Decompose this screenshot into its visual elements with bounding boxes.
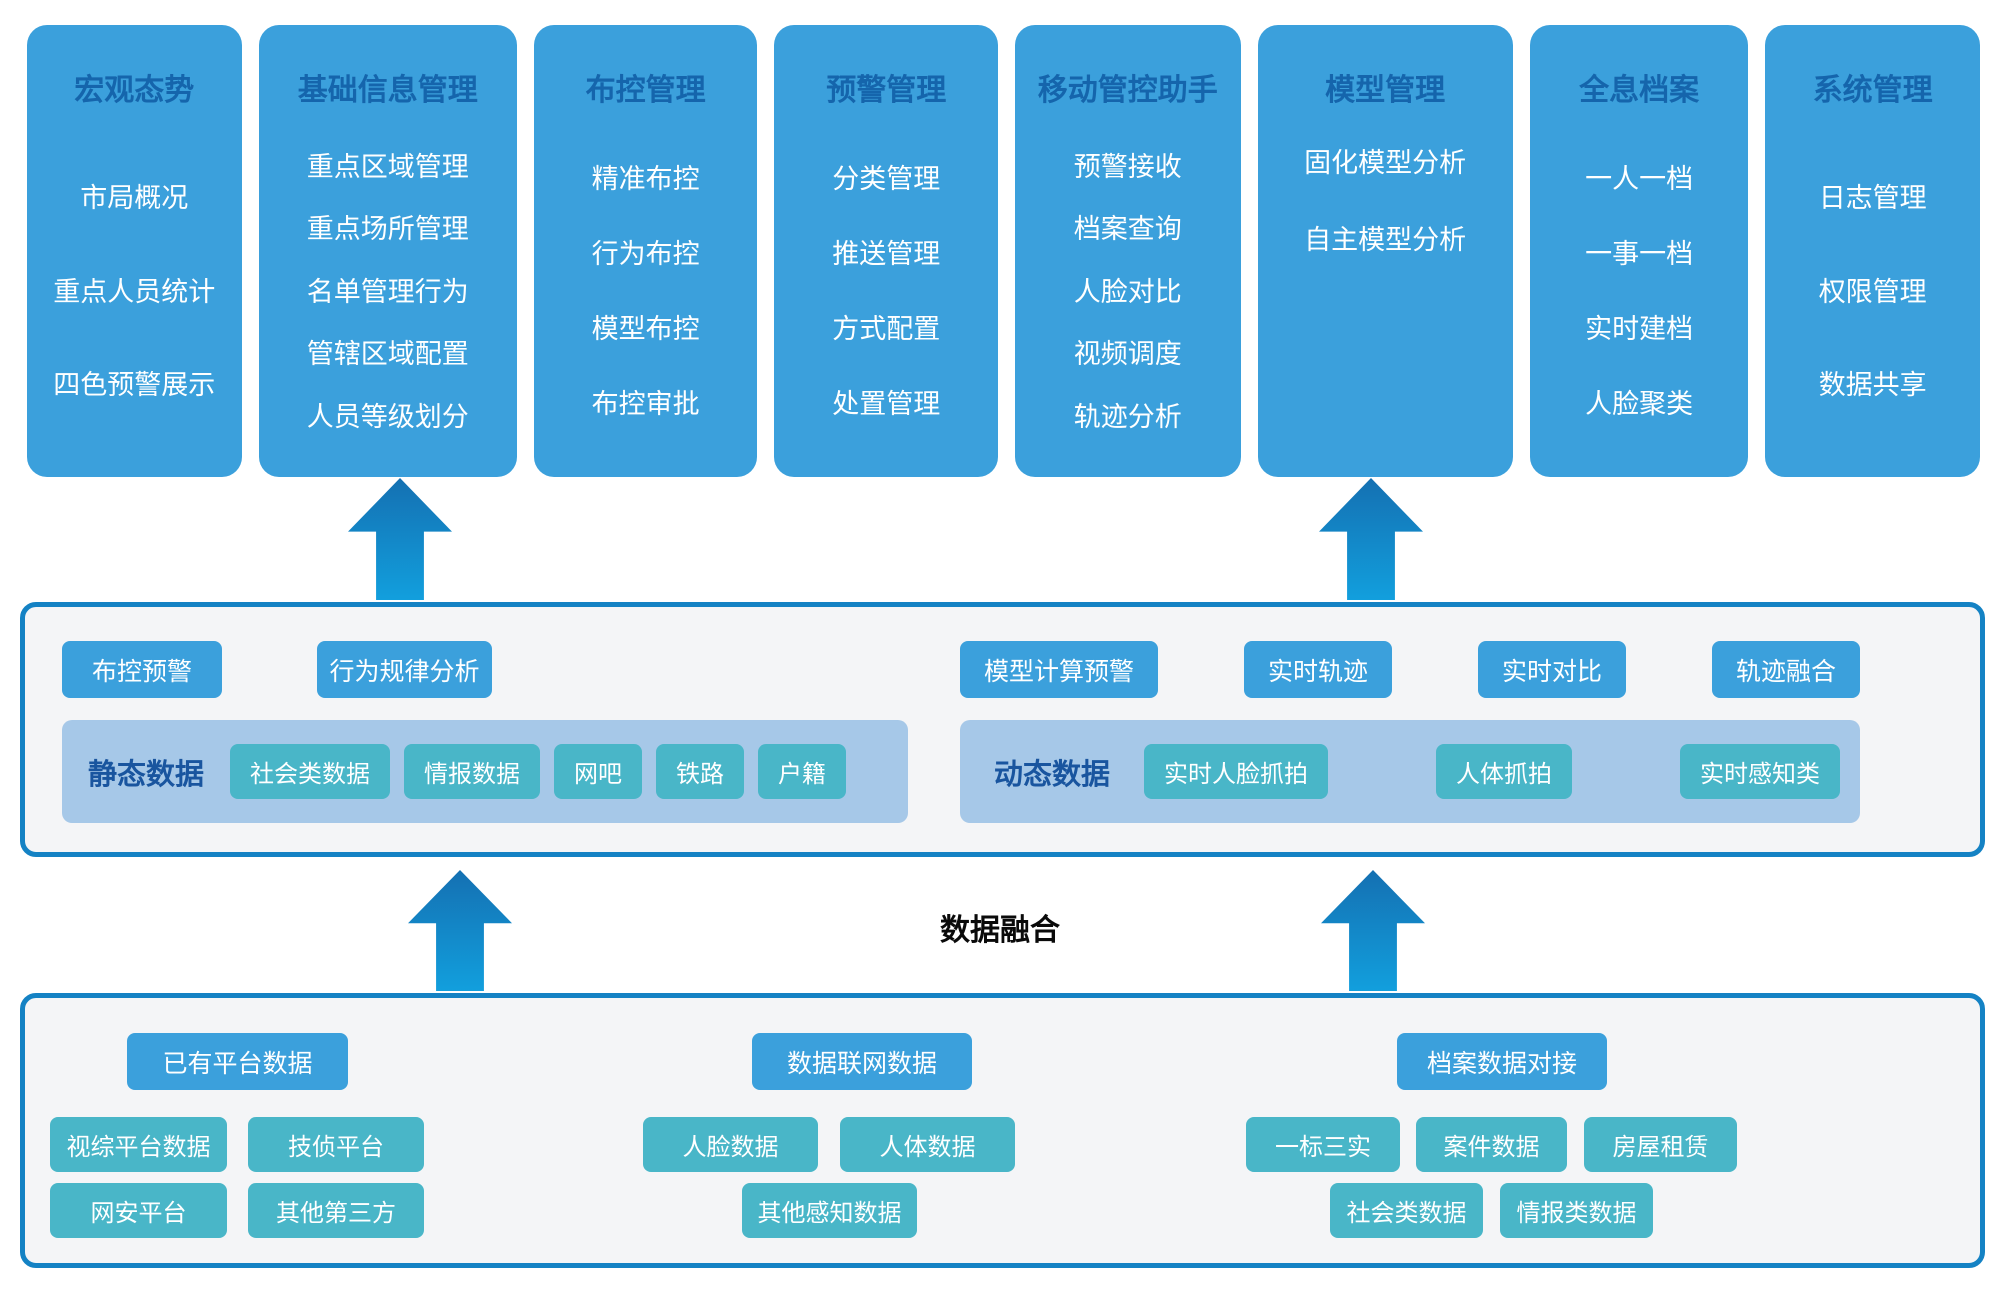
module-item: 四色预警展示 — [53, 370, 216, 401]
module-title: 宏观态势 — [74, 74, 195, 107]
module-title: 模型管理 — [1325, 74, 1446, 107]
behavior-pattern-analysis-button: 行为规律分析 — [317, 641, 492, 698]
source-chip: 一标三实 — [1246, 1117, 1400, 1172]
model-compute-alert-button: 模型计算预警 — [960, 641, 1159, 698]
module-title: 布控管理 — [585, 74, 706, 107]
module-item: 模型布控 — [591, 314, 700, 344]
existing-platform-data-header: 已有平台数据 — [127, 1033, 348, 1090]
dynamic-analysis-buttons: 模型计算预警 实时轨迹 实时对比 轨迹融合 — [960, 641, 1860, 698]
static-data-chips: 社会类数据 情报数据 网吧 铁路 户籍 — [230, 744, 847, 799]
source-chip: 网安平台 — [50, 1183, 227, 1238]
up-arrow-right-lower — [1321, 870, 1425, 991]
data-chip: 社会类数据 — [230, 744, 391, 799]
module-item: 预警接收 — [1073, 151, 1182, 182]
module-items: 重点区域管理 重点场所管理 名单管理行为 管辖区域配置 人员等级划分 — [259, 109, 517, 477]
application-layer: 宏观态势 市局概况 重点人员统计 四色预警展示 基础信息管理 重点区域管理 重点… — [27, 25, 1980, 477]
data-chip: 实时人脸抓拍 — [1144, 744, 1329, 799]
module-item: 数据共享 — [1818, 370, 1927, 401]
module-item: 名单管理行为 — [306, 276, 469, 307]
source-chip: 技侦平台 — [248, 1117, 424, 1172]
dynamic-data-label: 动态数据 — [994, 758, 1111, 791]
module-card-basic-info: 基础信息管理 重点区域管理 重点场所管理 名单管理行为 管辖区域配置 人员等级划… — [258, 25, 517, 477]
module-item: 人脸对比 — [1073, 276, 1182, 307]
realtime-trajectory-button: 实时轨迹 — [1243, 641, 1392, 698]
module-card-system-management: 系统管理 日志管理 权限管理 数据共享 — [1765, 25, 1980, 477]
source-chip: 情报类数据 — [1500, 1183, 1653, 1238]
source-chip: 人体数据 — [840, 1117, 1015, 1172]
source-chip: 社会类数据 — [1330, 1183, 1483, 1238]
module-title: 系统管理 — [1812, 74, 1933, 107]
module-item: 方式配置 — [832, 314, 941, 344]
module-items: 预警接收 档案查询 人脸对比 视频调度 轨迹分析 — [1015, 109, 1241, 477]
dynamic-data-chips: 实时人脸抓拍 人体抓拍 实时感知类 — [1144, 744, 1860, 799]
module-title: 预警管理 — [826, 74, 947, 107]
module-item: 人脸聚类 — [1585, 389, 1694, 419]
source-chip: 案件数据 — [1416, 1117, 1567, 1172]
module-items: 日志管理 权限管理 数据共享 — [1765, 109, 1980, 477]
module-card-surveillance: 布控管理 精准布控 行为布控 模型布控 布控审批 — [533, 25, 758, 477]
data-chip: 网吧 — [554, 744, 643, 799]
module-title: 全息档案 — [1579, 74, 1700, 107]
module-card-holographic-archive: 全息档案 一人一档 一事一档 实时建档 人脸聚类 — [1529, 25, 1749, 477]
trajectory-fusion-button: 轨迹融合 — [1711, 641, 1860, 698]
module-item: 市局概况 — [80, 182, 189, 213]
module-item: 重点区域管理 — [306, 151, 469, 182]
module-item: 一人一档 — [1585, 164, 1694, 194]
module-title: 移动管控助手 — [1037, 74, 1218, 107]
module-item: 精准布控 — [591, 164, 700, 194]
data-chip: 铁路 — [656, 744, 745, 799]
module-card-mobile-assistant: 移动管控助手 预警接收 档案查询 人脸对比 视频调度 轨迹分析 — [1014, 25, 1241, 477]
module-item: 行为布控 — [591, 239, 700, 269]
module-card-model-management: 模型管理 固化模型分析 自主模型分析 — [1257, 25, 1513, 477]
data-fusion-label: 数据融合 — [940, 914, 1060, 947]
data-chip: 实时感知类 — [1679, 744, 1840, 799]
module-item: 人员等级划分 — [306, 401, 469, 432]
module-card-macro-situation: 宏观态势 市局概况 重点人员统计 四色预警展示 — [27, 25, 242, 477]
up-arrow-left-upper — [348, 478, 452, 600]
module-items: 分类管理 推送管理 方式配置 处置管理 — [774, 109, 998, 477]
dynamic-data-band: 动态数据 实时人脸抓拍 人体抓拍 实时感知类 — [960, 720, 1860, 823]
module-title: 基础信息管理 — [297, 74, 478, 107]
module-item: 分类管理 — [832, 164, 941, 194]
module-item: 档案查询 — [1073, 214, 1182, 244]
module-items: 固化模型分析 自主模型分析 — [1258, 109, 1513, 477]
static-data-band: 静态数据 社会类数据 情报数据 网吧 铁路 户籍 — [62, 720, 908, 823]
module-items: 市局概况 重点人员统计 四色预警展示 — [27, 109, 242, 477]
module-item: 重点人员统计 — [53, 276, 216, 307]
module-item: 推送管理 — [832, 239, 941, 269]
module-item: 自主模型分析 — [1304, 225, 1467, 255]
source-chip: 其他第三方 — [248, 1183, 424, 1238]
source-chip: 人脸数据 — [643, 1117, 818, 1172]
data-chip: 情报数据 — [404, 744, 541, 799]
module-items: 精准布控 行为布控 模型布控 布控审批 — [534, 109, 758, 477]
static-data-label: 静态数据 — [88, 758, 205, 791]
realtime-comparison-button: 实时对比 — [1477, 641, 1626, 698]
up-arrow-right-upper — [1319, 478, 1423, 600]
module-item: 日志管理 — [1818, 182, 1927, 213]
module-card-alert-management: 预警管理 分类管理 推送管理 方式配置 处置管理 — [774, 25, 998, 477]
analysis-panel: 布控预警 行为规律分析 模型计算预警 实时轨迹 实时对比 轨迹融合 静态数据 社… — [20, 602, 1985, 857]
up-arrow-left-lower — [408, 870, 512, 991]
module-item: 实时建档 — [1585, 314, 1694, 344]
data-chip: 户籍 — [758, 744, 847, 799]
module-item: 一事一档 — [1585, 239, 1694, 269]
module-item: 重点场所管理 — [306, 214, 469, 244]
module-item: 权限管理 — [1818, 276, 1927, 307]
source-chip: 视综平台数据 — [50, 1117, 227, 1172]
networked-data-header: 数据联网数据 — [752, 1033, 972, 1090]
module-item: 轨迹分析 — [1073, 401, 1182, 432]
source-chip: 其他感知数据 — [742, 1183, 917, 1238]
source-chip: 房屋租赁 — [1584, 1117, 1737, 1172]
module-items: 一人一档 一事一档 实时建档 人脸聚类 — [1530, 109, 1749, 477]
module-item: 布控审批 — [591, 389, 700, 419]
surveillance-alert-button: 布控预警 — [62, 641, 222, 698]
module-item: 视频调度 — [1073, 339, 1182, 369]
archive-data-header: 档案数据对接 — [1397, 1033, 1607, 1090]
module-item: 管辖区域配置 — [306, 339, 469, 369]
data-source-panel: 已有平台数据 视综平台数据 技侦平台 网安平台 其他第三方 数据联网数据 人脸数… — [20, 993, 1985, 1268]
data-chip: 人体抓拍 — [1436, 744, 1572, 799]
module-item: 处置管理 — [832, 389, 941, 419]
module-item: 固化模型分析 — [1304, 148, 1467, 178]
